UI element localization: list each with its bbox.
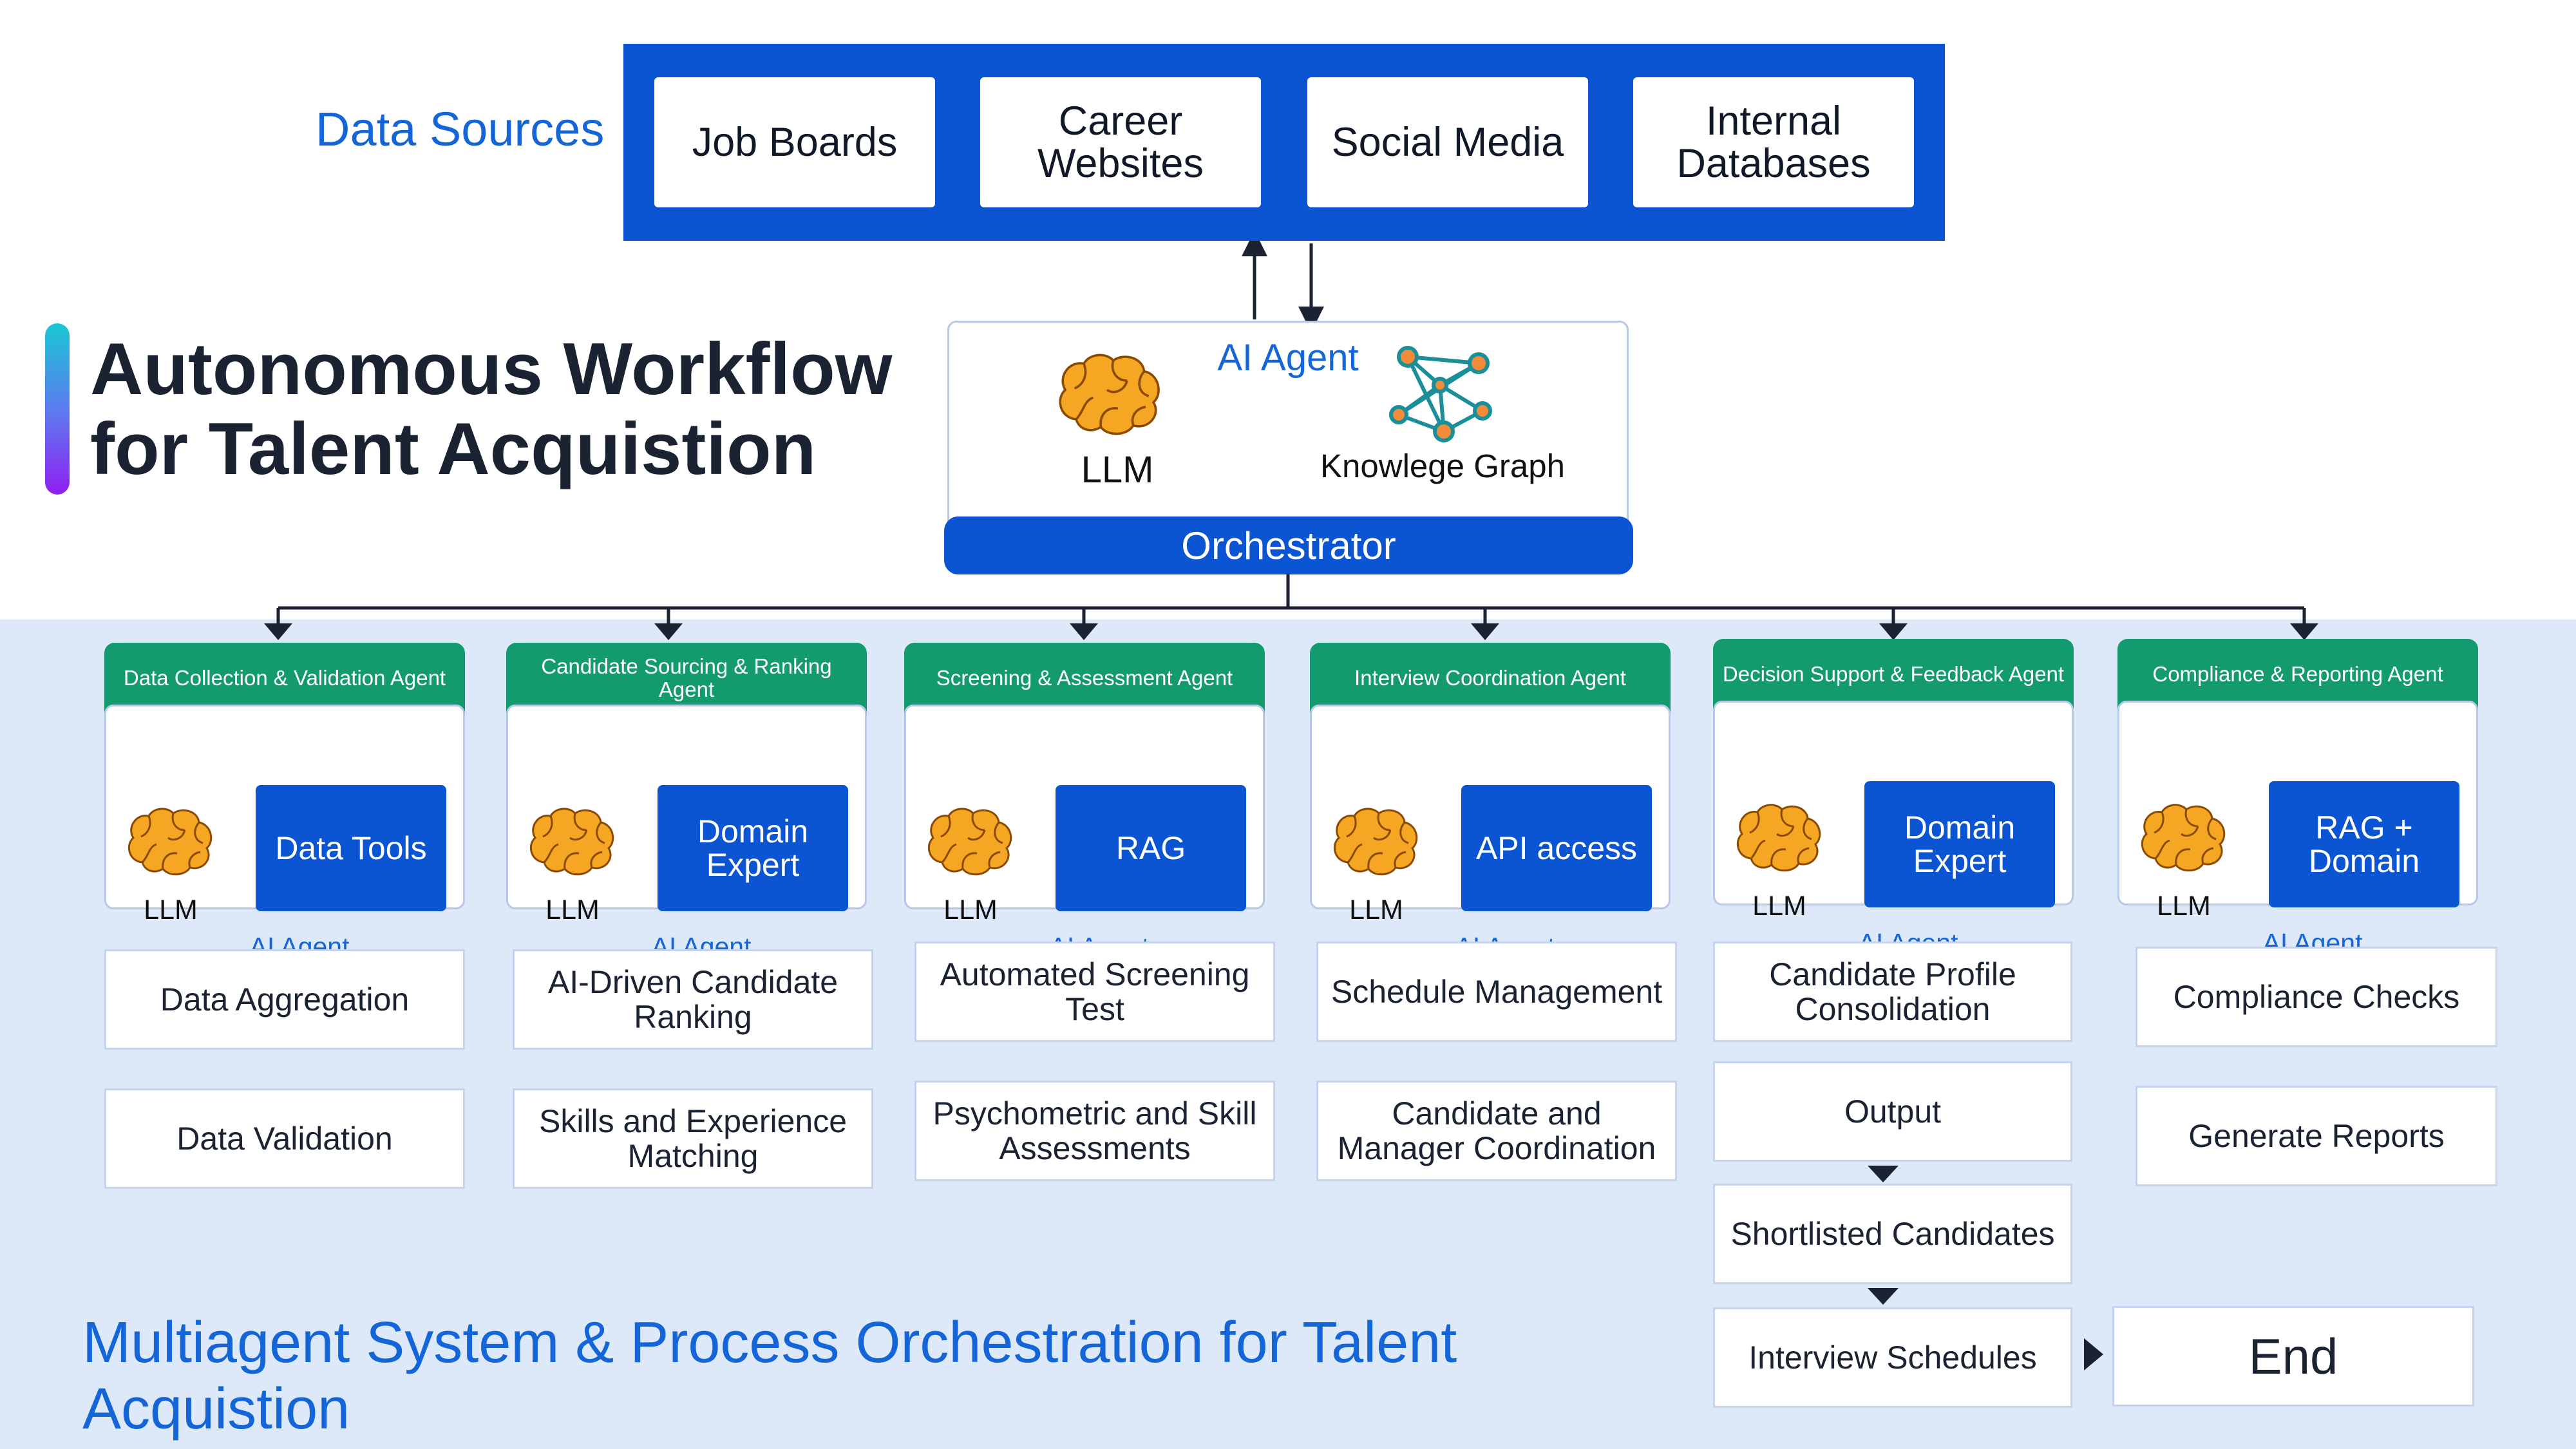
page-title-line-1: Autonomous Workflow <box>90 328 893 410</box>
agent-llm-label: LLM <box>2157 891 2211 922</box>
brain-icon <box>1732 800 1828 878</box>
agent-body: LLMRAGAI Agent <box>904 705 1265 961</box>
task-data-validation: Data Validation <box>104 1088 465 1189</box>
brain-icon <box>1329 804 1425 882</box>
agent-header: Candidate Sourcing & Ranking Agent <box>506 643 867 714</box>
task-data-aggregation: Data Aggregation <box>104 949 465 1050</box>
orchestrator-bar: Orchestrator <box>944 516 1633 574</box>
data-source-career-websites: Career Websites <box>980 77 1261 207</box>
agent-llm-label: LLM <box>144 895 198 925</box>
agent-llm-label: LLM <box>545 895 600 925</box>
agent-llm-label: LLM <box>1752 891 1806 922</box>
task-compliance-checks: Compliance Checks <box>2136 947 2497 1047</box>
task-candidate-profile-consolidation: Candidate Profile Consolidation <box>1713 942 2072 1042</box>
agent-tool-box: RAG + Domain <box>2269 781 2459 907</box>
orchestrator-llm-label: LLM <box>1081 449 1154 491</box>
brain-icon <box>525 804 621 882</box>
agent-tool-box: Domain Expert <box>658 785 848 911</box>
task-ai-driven-ranking: AI-Driven Candidate Ranking <box>513 949 873 1050</box>
agent-llm-label: LLM <box>943 895 998 925</box>
bottom-title: Multiagent System & Process Orchestratio… <box>82 1311 1457 1441</box>
task-psychometric-assessments: Psychometric and Skill Assessments <box>914 1081 1275 1181</box>
agent-tool-box: Data Tools <box>256 785 446 911</box>
task-output: Output <box>1713 1061 2072 1162</box>
brain-icon <box>923 804 1019 882</box>
agent-header: Compliance & Reporting Agent <box>2117 639 2478 710</box>
data-source-internal-databases: Internal Databases <box>1633 77 1914 207</box>
brain-icon <box>2136 800 2233 878</box>
task-interview-schedules: Interview Schedules <box>1713 1307 2072 1408</box>
agent-header: Screening & Assessment Agent <box>904 643 1265 714</box>
brain-icon <box>1059 354 1160 435</box>
end-node: End <box>2112 1306 2474 1406</box>
page-title-line-2: for Talent Acquistion <box>90 408 817 490</box>
data-source-social-media: Social Media <box>1307 77 1588 207</box>
agent-tool-box: API access <box>1461 785 1652 911</box>
agent-tool-box: RAG <box>1056 785 1246 911</box>
title-accent-bar <box>45 323 70 495</box>
agent-header: Decision Support & Feedback Agent <box>1713 639 2074 710</box>
task-candidate-manager-coordination: Candidate and Manager Coordination <box>1316 1081 1677 1181</box>
data-source-job-boards: Job Boards <box>654 77 935 207</box>
agent-llm-label: LLM <box>1349 895 1403 925</box>
task-schedule-management: Schedule Management <box>1316 942 1677 1042</box>
orchestrator-knowledge-graph-label: Knowlege Graph <box>1320 448 1565 484</box>
data-sources-label: Data Sources <box>316 102 605 156</box>
task-generate-reports: Generate Reports <box>2136 1086 2497 1186</box>
task-skills-matching: Skills and Experience Matching <box>513 1088 873 1189</box>
task-shortlisted-candidates: Shortlisted Candidates <box>1713 1184 2072 1284</box>
knowledge-graph-icon <box>1389 346 1492 442</box>
agent-header: Interview Coordination Agent <box>1310 643 1671 714</box>
agent-header: Data Collection & Validation Agent <box>104 643 465 714</box>
page-title: Autonomous Workflow for Talent Acquistio… <box>90 330 927 489</box>
orchestrator-ai-agent-label: AI Agent <box>1217 337 1359 379</box>
agent-tool-box: Domain Expert <box>1864 781 2055 907</box>
task-automated-screening: Automated Screening Test <box>914 942 1275 1042</box>
brain-icon <box>123 804 220 882</box>
agent-card-screening: Screening & Assessment AgentLLMRAGAI Age… <box>904 643 1265 961</box>
